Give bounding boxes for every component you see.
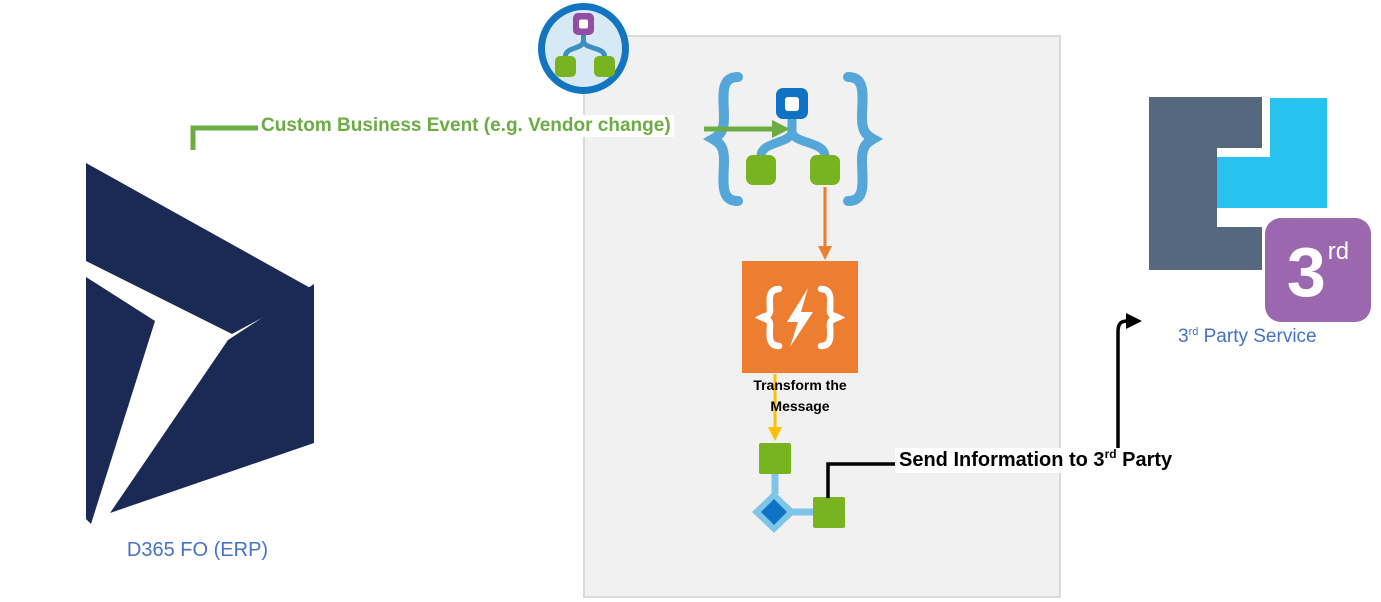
logic-app-badge-icon — [538, 3, 629, 94]
lightning-bolt-icon — [787, 288, 813, 347]
third-party-service-label: 3rd Party Service — [1178, 326, 1317, 348]
workflow-icon — [702, 72, 884, 206]
send-label-text: Send Information to 3 — [899, 449, 1105, 471]
third-party-badge: 3 rd — [1265, 218, 1371, 322]
condition-icon — [752, 443, 845, 533]
orange-arrow — [818, 187, 832, 260]
tp-label-text: 3 — [1178, 326, 1189, 347]
custom-event-label: Custom Business Event (e.g. Vendor chang… — [258, 115, 674, 137]
send-callout-line — [826, 462, 895, 498]
left-brace-glyph — [702, 72, 743, 206]
transform-label-line1: Transform the — [753, 377, 847, 393]
badge-number: 3 — [1286, 233, 1326, 311]
send-information-label: Send Information to 3rd Party — [895, 447, 1177, 473]
transform-icon — [742, 261, 858, 373]
tp-label-suffix: Party Service — [1198, 326, 1317, 347]
transform-label-line2: Message — [770, 398, 830, 414]
yellow-arrow — [768, 374, 782, 441]
right-brace-glyph — [843, 72, 884, 206]
badge-superscript: rd — [1327, 238, 1350, 265]
d365-logo-icon — [86, 163, 314, 524]
d365-label: D365 FO (ERP) — [126, 539, 269, 561]
send-to-third-party-arrow — [1116, 313, 1142, 448]
send-label-suffix: Party — [1116, 449, 1173, 471]
transform-label: Transform the Message — [710, 375, 890, 417]
tp-label-superscript: rd — [1188, 326, 1199, 338]
send-label-superscript: rd — [1104, 447, 1117, 461]
third-party-connector-icon — [1149, 97, 1327, 270]
custom-event-arrow — [190, 120, 790, 150]
